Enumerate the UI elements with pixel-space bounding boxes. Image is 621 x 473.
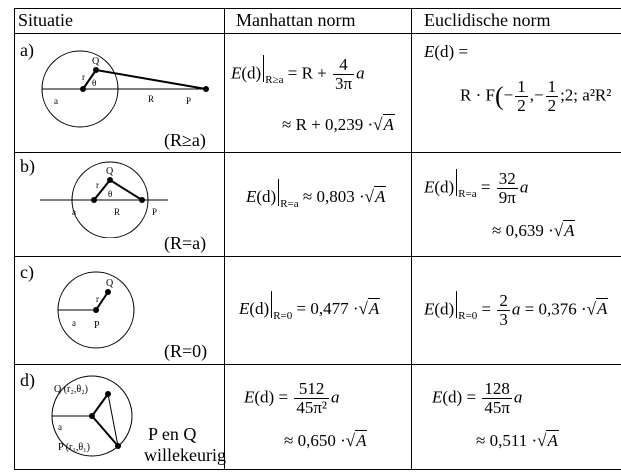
figure-d: Q (r₂,θ₂) a P (r₁,θ₁) (51, 375, 133, 457)
figure-b: Q r θ a R P (40, 161, 168, 238)
fig-label-r: r (96, 294, 99, 304)
row-label-b: b) (20, 156, 35, 176)
table-border-top (14, 8, 621, 9)
condition-d-line2: willekeurig (144, 445, 226, 465)
fig-label-p: P (186, 96, 191, 106)
fig-label-a: a (72, 207, 76, 217)
table-border-bottom (14, 469, 621, 470)
condition-a: (R≥a) (164, 130, 206, 150)
condition-b: (R=a) (164, 233, 207, 253)
row-label-a: a) (20, 40, 34, 60)
fig-label-p: P (94, 320, 100, 331)
manhattan-approx-d: ≈ 0,650 ·√A (284, 430, 368, 450)
fig-label-a: a (58, 422, 62, 432)
column-divider (224, 8, 225, 470)
condition-d-line1: P en Q (148, 424, 197, 444)
header-manhattan: Manhattan norm (236, 10, 356, 30)
fig-label-theta: θ (108, 189, 112, 199)
header-divider (14, 33, 621, 34)
fig-label-q: Q (r₂,θ₂) (54, 384, 88, 395)
euclid-approx-d: ≈ 0,511 ·√A (476, 430, 559, 450)
row-label-d: d) (20, 370, 35, 390)
euclid-line1-a: E(d) = (424, 42, 469, 61)
row-divider (14, 256, 621, 257)
comparison-table: Situatie Manhattan norm Euclidische norm… (14, 8, 621, 470)
fig-label-q: Q (106, 278, 114, 289)
condition-c: (R=0) (164, 341, 208, 361)
fig-label-a: a (72, 318, 76, 328)
figure-a: Q r θ a R P (41, 50, 209, 128)
table-border-left (14, 8, 15, 470)
fig-label-a: a (54, 96, 58, 106)
fig-label-p: P (r₁,θ₁) (58, 442, 90, 453)
fig-label-R: R (114, 207, 120, 217)
fig-label-R: R (148, 94, 154, 104)
fig-label-q: Q (92, 56, 100, 67)
fig-label-q: Q (106, 166, 114, 177)
header-euclid: Euclidische norm (424, 10, 551, 30)
figure-c: Q r a P (57, 271, 135, 349)
manhattan-approx-a: ≈ R + 0,239 ·√A (282, 114, 395, 134)
manhattan-formula-c: E(d)R=0 = 0,477 ·√A (239, 291, 381, 322)
euclid-approx-b: ≈ 0,639 ·√A (492, 220, 576, 240)
fig-label-r: r (96, 180, 99, 190)
fig-label-p: P (152, 207, 157, 217)
header-situatie: Situatie (18, 10, 73, 30)
fig-label-r: r (82, 72, 85, 82)
row-label-c: c) (20, 262, 34, 282)
fig-label-theta: θ (92, 78, 96, 88)
row-divider (14, 152, 621, 153)
column-divider (411, 8, 412, 470)
manhattan-formula-b: E(d)R=a ≈ 0,803 ·√A (246, 179, 387, 210)
row-divider (14, 364, 621, 365)
